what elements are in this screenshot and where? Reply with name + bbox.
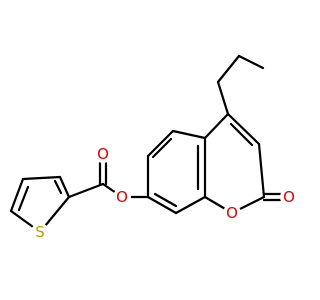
atom-label-o: O <box>116 188 128 206</box>
atom-label-s: S <box>35 223 45 241</box>
atom-label-o: O <box>97 145 109 163</box>
bond-c-carbonyl-thiophene <box>67 182 105 199</box>
atom-label-o: O <box>283 188 295 206</box>
bond-c4-c3-inner <box>229 122 254 147</box>
bond-c4-c3 <box>226 112 261 146</box>
structure-canvas: S O O O O <box>9 54 298 241</box>
bond-c3-c2 <box>257 142 266 199</box>
atom-label-o: O <box>226 204 238 222</box>
bond-c8-c8a <box>174 195 207 215</box>
atom-ester-carbonyl-oxygen: O <box>94 145 112 163</box>
bond-c4a-c5 <box>171 129 207 140</box>
bond-c7-c8-inner <box>153 192 178 208</box>
bond-propyl-3 <box>237 54 265 70</box>
bond-propyl-2 <box>216 54 241 84</box>
bond-thio-c4-c5-inner <box>17 185 30 212</box>
molecule-structure: S O O O O <box>9 54 298 241</box>
bond-thio-c3-c4 <box>21 175 62 181</box>
bond-thio-c2-c3 <box>58 175 71 199</box>
bond-propyl-1 <box>216 80 230 116</box>
atom-lactone-carbonyl-oxygen: O <box>280 188 298 206</box>
bond-c7-c8 <box>146 195 178 215</box>
bond-c4-c4a <box>203 112 230 140</box>
atom-ring-oxygen: O <box>223 204 241 222</box>
atom-ester-link-oxygen: O <box>113 188 131 206</box>
bond-thio-c4-c5 <box>9 177 25 213</box>
atom-sulfur: S <box>31 223 49 241</box>
bond-thio-c2-c3-inner <box>53 179 63 195</box>
bond-c5-c6 <box>146 129 175 158</box>
bond-c5-c6-inner <box>151 137 173 159</box>
